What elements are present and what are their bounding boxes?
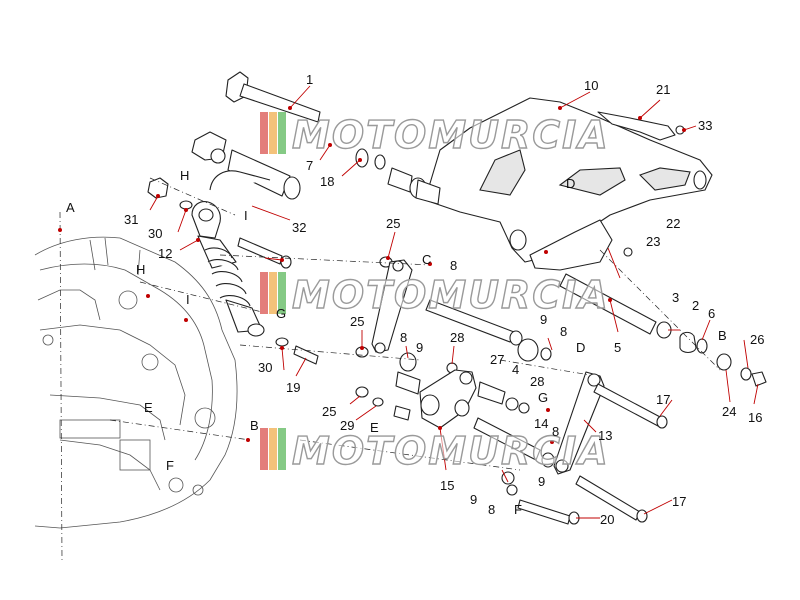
- label-13: 13: [598, 428, 612, 443]
- label-B-2: B: [250, 418, 259, 433]
- watermark-middle: MOTOMURCIA: [260, 272, 610, 318]
- pivot-spacers: [355, 148, 441, 205]
- label-31: 31: [124, 212, 138, 227]
- swingarm: [424, 97, 713, 271]
- watermark-text: MOTOMURCIA: [292, 113, 610, 157]
- label-29: 29: [340, 418, 354, 433]
- label-20: 20: [600, 512, 614, 527]
- label-E-2: E: [370, 420, 379, 435]
- label-I-1: I: [244, 208, 248, 223]
- watermark-text: MOTOMURCIA: [292, 429, 610, 473]
- label-D-2: D: [576, 340, 585, 355]
- chain-guard: [597, 111, 676, 141]
- rear-shaft: [559, 273, 767, 387]
- label-19: 19: [286, 380, 300, 395]
- label-21: 21: [656, 82, 670, 97]
- label-A: A: [66, 200, 75, 215]
- label-5: 5: [614, 340, 621, 355]
- label-32: 32: [292, 220, 306, 235]
- label-H-1: H: [180, 168, 189, 183]
- shock-hardware: [147, 177, 319, 365]
- label-C: C: [422, 252, 431, 267]
- part-labels: 1 10 21 33 7 18 H 31 30 12 I 32 A H I 25…: [66, 72, 764, 527]
- label-14: 14: [534, 416, 548, 431]
- label-15: 15: [440, 478, 454, 493]
- label-27: 27: [490, 352, 504, 367]
- label-8-mid: 8: [400, 330, 407, 345]
- leader-lines: [58, 85, 759, 519]
- label-33: 33: [698, 118, 712, 133]
- label-9-mid: 9: [416, 340, 423, 355]
- label-10: 10: [584, 78, 598, 93]
- label-25-bottom: 25: [322, 404, 336, 419]
- centerlines: [59, 177, 721, 561]
- label-18: 18: [320, 174, 334, 189]
- label-8-right: 8: [560, 324, 567, 339]
- label-9-right: 9: [540, 312, 547, 327]
- watermark-top: MOTOMURCIA: [260, 112, 610, 158]
- label-H-2: H: [136, 262, 145, 277]
- label-8-top: 8: [450, 258, 457, 273]
- label-17-upper: 17: [656, 392, 670, 407]
- label-1: 1: [306, 72, 313, 87]
- label-I-2: I: [186, 292, 190, 307]
- label-G-2: G: [538, 390, 548, 405]
- label-23: 23: [646, 234, 660, 249]
- label-F-2: F: [514, 502, 522, 517]
- label-25-mid: 25: [350, 314, 364, 329]
- label-G-1: G: [276, 306, 286, 321]
- label-2: 2: [692, 298, 699, 313]
- label-17-lower: 17: [672, 494, 686, 509]
- frame-outline: [34, 236, 238, 529]
- label-30-bottom: 30: [258, 360, 272, 375]
- label-28-top: 28: [450, 330, 464, 345]
- label-24: 24: [722, 404, 736, 419]
- screw-23: [623, 247, 633, 257]
- label-8-bottom: 8: [488, 502, 495, 517]
- label-6: 6: [708, 306, 715, 321]
- label-16: 16: [748, 410, 762, 425]
- label-26: 26: [750, 332, 764, 347]
- label-9-lower-right: 9: [538, 474, 545, 489]
- label-7: 7: [306, 158, 313, 173]
- label-D-1: D: [566, 176, 575, 191]
- label-9-lower: 9: [470, 492, 477, 507]
- label-8-lower: 8: [552, 424, 559, 439]
- label-B-1: B: [718, 328, 727, 343]
- label-22: 22: [666, 216, 680, 231]
- watermark-bottom: MOTOMURCIA: [260, 428, 610, 474]
- linkage-parts: [355, 256, 668, 525]
- label-25-top: 25: [386, 216, 400, 231]
- label-28-mid: 28: [530, 374, 544, 389]
- label-E-1: E: [144, 400, 153, 415]
- label-4: 4: [512, 362, 519, 377]
- shock-absorber: [191, 131, 301, 337]
- label-F-1: F: [166, 458, 174, 473]
- label-12: 12: [158, 246, 172, 261]
- label-3: 3: [672, 290, 679, 305]
- watermark-text: MOTOMURCIA: [292, 273, 610, 317]
- label-30-top: 30: [148, 226, 162, 241]
